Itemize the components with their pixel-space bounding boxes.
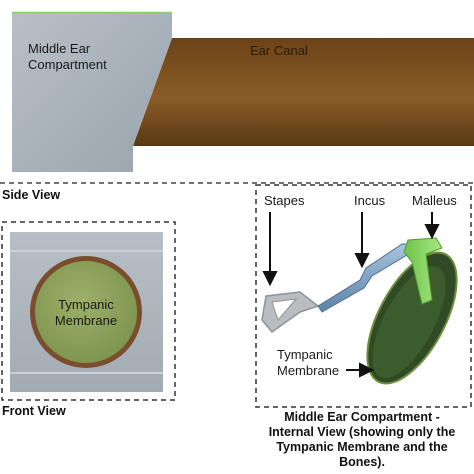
stapes-label: Stapes (264, 193, 305, 208)
arrows (262, 212, 440, 378)
internal-view-caption-2: Internal View (showing only the (268, 425, 456, 439)
front-membrane-circle (35, 261, 137, 363)
internal-view-caption-1: Middle Ear Compartment - (284, 410, 440, 424)
internal-membrane-label-2: Membrane (277, 363, 340, 378)
ear-canal-label: Ear Canal (250, 43, 308, 58)
internal-membrane-label-1: Tympanic (277, 347, 333, 362)
front-view-border (1, 221, 176, 401)
side-view-caption: Side View (2, 188, 61, 202)
internal-view-border (255, 184, 472, 408)
front-view-caption: Front View (2, 404, 66, 418)
stapes-bone (261, 291, 320, 334)
front-view-band-bottom (10, 372, 163, 374)
internal-view-caption-4: Bones). (339, 455, 385, 469)
front-membrane-label-1: Tympanic (58, 297, 114, 312)
front-view-band-top (10, 250, 163, 252)
front-membrane-label-2: Membrane (54, 313, 118, 328)
middle-ear-compartment-label-1: Middle Ear (28, 41, 91, 56)
middle-ear-compartment-shape (12, 12, 172, 172)
incus-label: Incus (354, 193, 386, 208)
malleus-bone (403, 237, 443, 305)
malleus-label: Malleus (412, 193, 457, 208)
ear-canal-shape (133, 38, 474, 146)
middle-ear-compartment-label-2: Compartment (28, 57, 107, 72)
internal-view-caption-3: Tympanic Membrane and the (276, 440, 448, 454)
